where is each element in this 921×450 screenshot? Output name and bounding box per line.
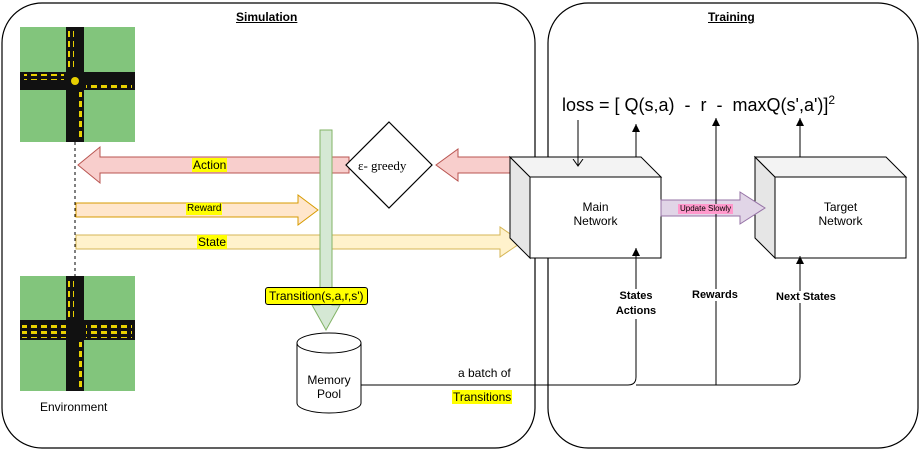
main-network-line2: Network bbox=[573, 214, 618, 228]
transitions-label: Transitions bbox=[452, 390, 513, 404]
environment-label: Environment bbox=[40, 400, 108, 414]
loss-formula-superscript: 2 bbox=[828, 93, 836, 107]
memory-pool-line1: Memory bbox=[307, 373, 351, 387]
states-label: States bbox=[619, 290, 653, 302]
states-actions-label: States Actions bbox=[610, 289, 662, 319]
batch-to-main-arrow bbox=[361, 248, 640, 386]
batch-label: a batch of bbox=[458, 366, 511, 380]
transition-label: Transition(s,a,r,s') bbox=[265, 287, 368, 305]
training-title: Training bbox=[708, 10, 755, 24]
reward-label: Reward bbox=[186, 203, 223, 215]
q-to-egreedy-arrow bbox=[435, 148, 511, 182]
next-states-arrow bbox=[716, 256, 804, 386]
next-states-label: Next States bbox=[776, 291, 836, 303]
main-network-line1: Main bbox=[582, 200, 609, 214]
epsilon-greedy-label: ε- greedy bbox=[358, 158, 407, 173]
memory-pool-line2: Pool bbox=[316, 387, 342, 401]
main-network-box bbox=[508, 155, 663, 260]
rewards-label: Rewards bbox=[692, 289, 738, 301]
target-network-line2: Network bbox=[818, 214, 863, 228]
intersection-image-bottom bbox=[20, 276, 135, 391]
main-network-label: Main Network bbox=[530, 200, 661, 228]
memory-pool-cylinder bbox=[296, 332, 362, 414]
intersection-image-top bbox=[20, 27, 135, 142]
simulation-title: Simulation bbox=[236, 10, 298, 24]
actions-label: Actions bbox=[615, 305, 657, 317]
transition-arrow bbox=[311, 129, 341, 332]
state-label: State bbox=[197, 235, 228, 249]
target-network-label: Target Network bbox=[775, 200, 906, 228]
loss-formula-text: loss = [ Q(s,a) - r - maxQ(s',a')] bbox=[562, 95, 829, 115]
action-label: Action bbox=[192, 158, 228, 172]
state-arrow bbox=[75, 226, 523, 258]
loss-formula: loss = [ Q(s,a) - r - maxQ(s',a')]2 bbox=[562, 93, 835, 116]
memory-pool-label: Memory Pool bbox=[297, 373, 361, 401]
epsilon-greedy-diamond bbox=[345, 121, 433, 209]
target-network-line1: Target bbox=[823, 200, 858, 214]
update-slowly-label: Update Slowly bbox=[678, 204, 734, 214]
